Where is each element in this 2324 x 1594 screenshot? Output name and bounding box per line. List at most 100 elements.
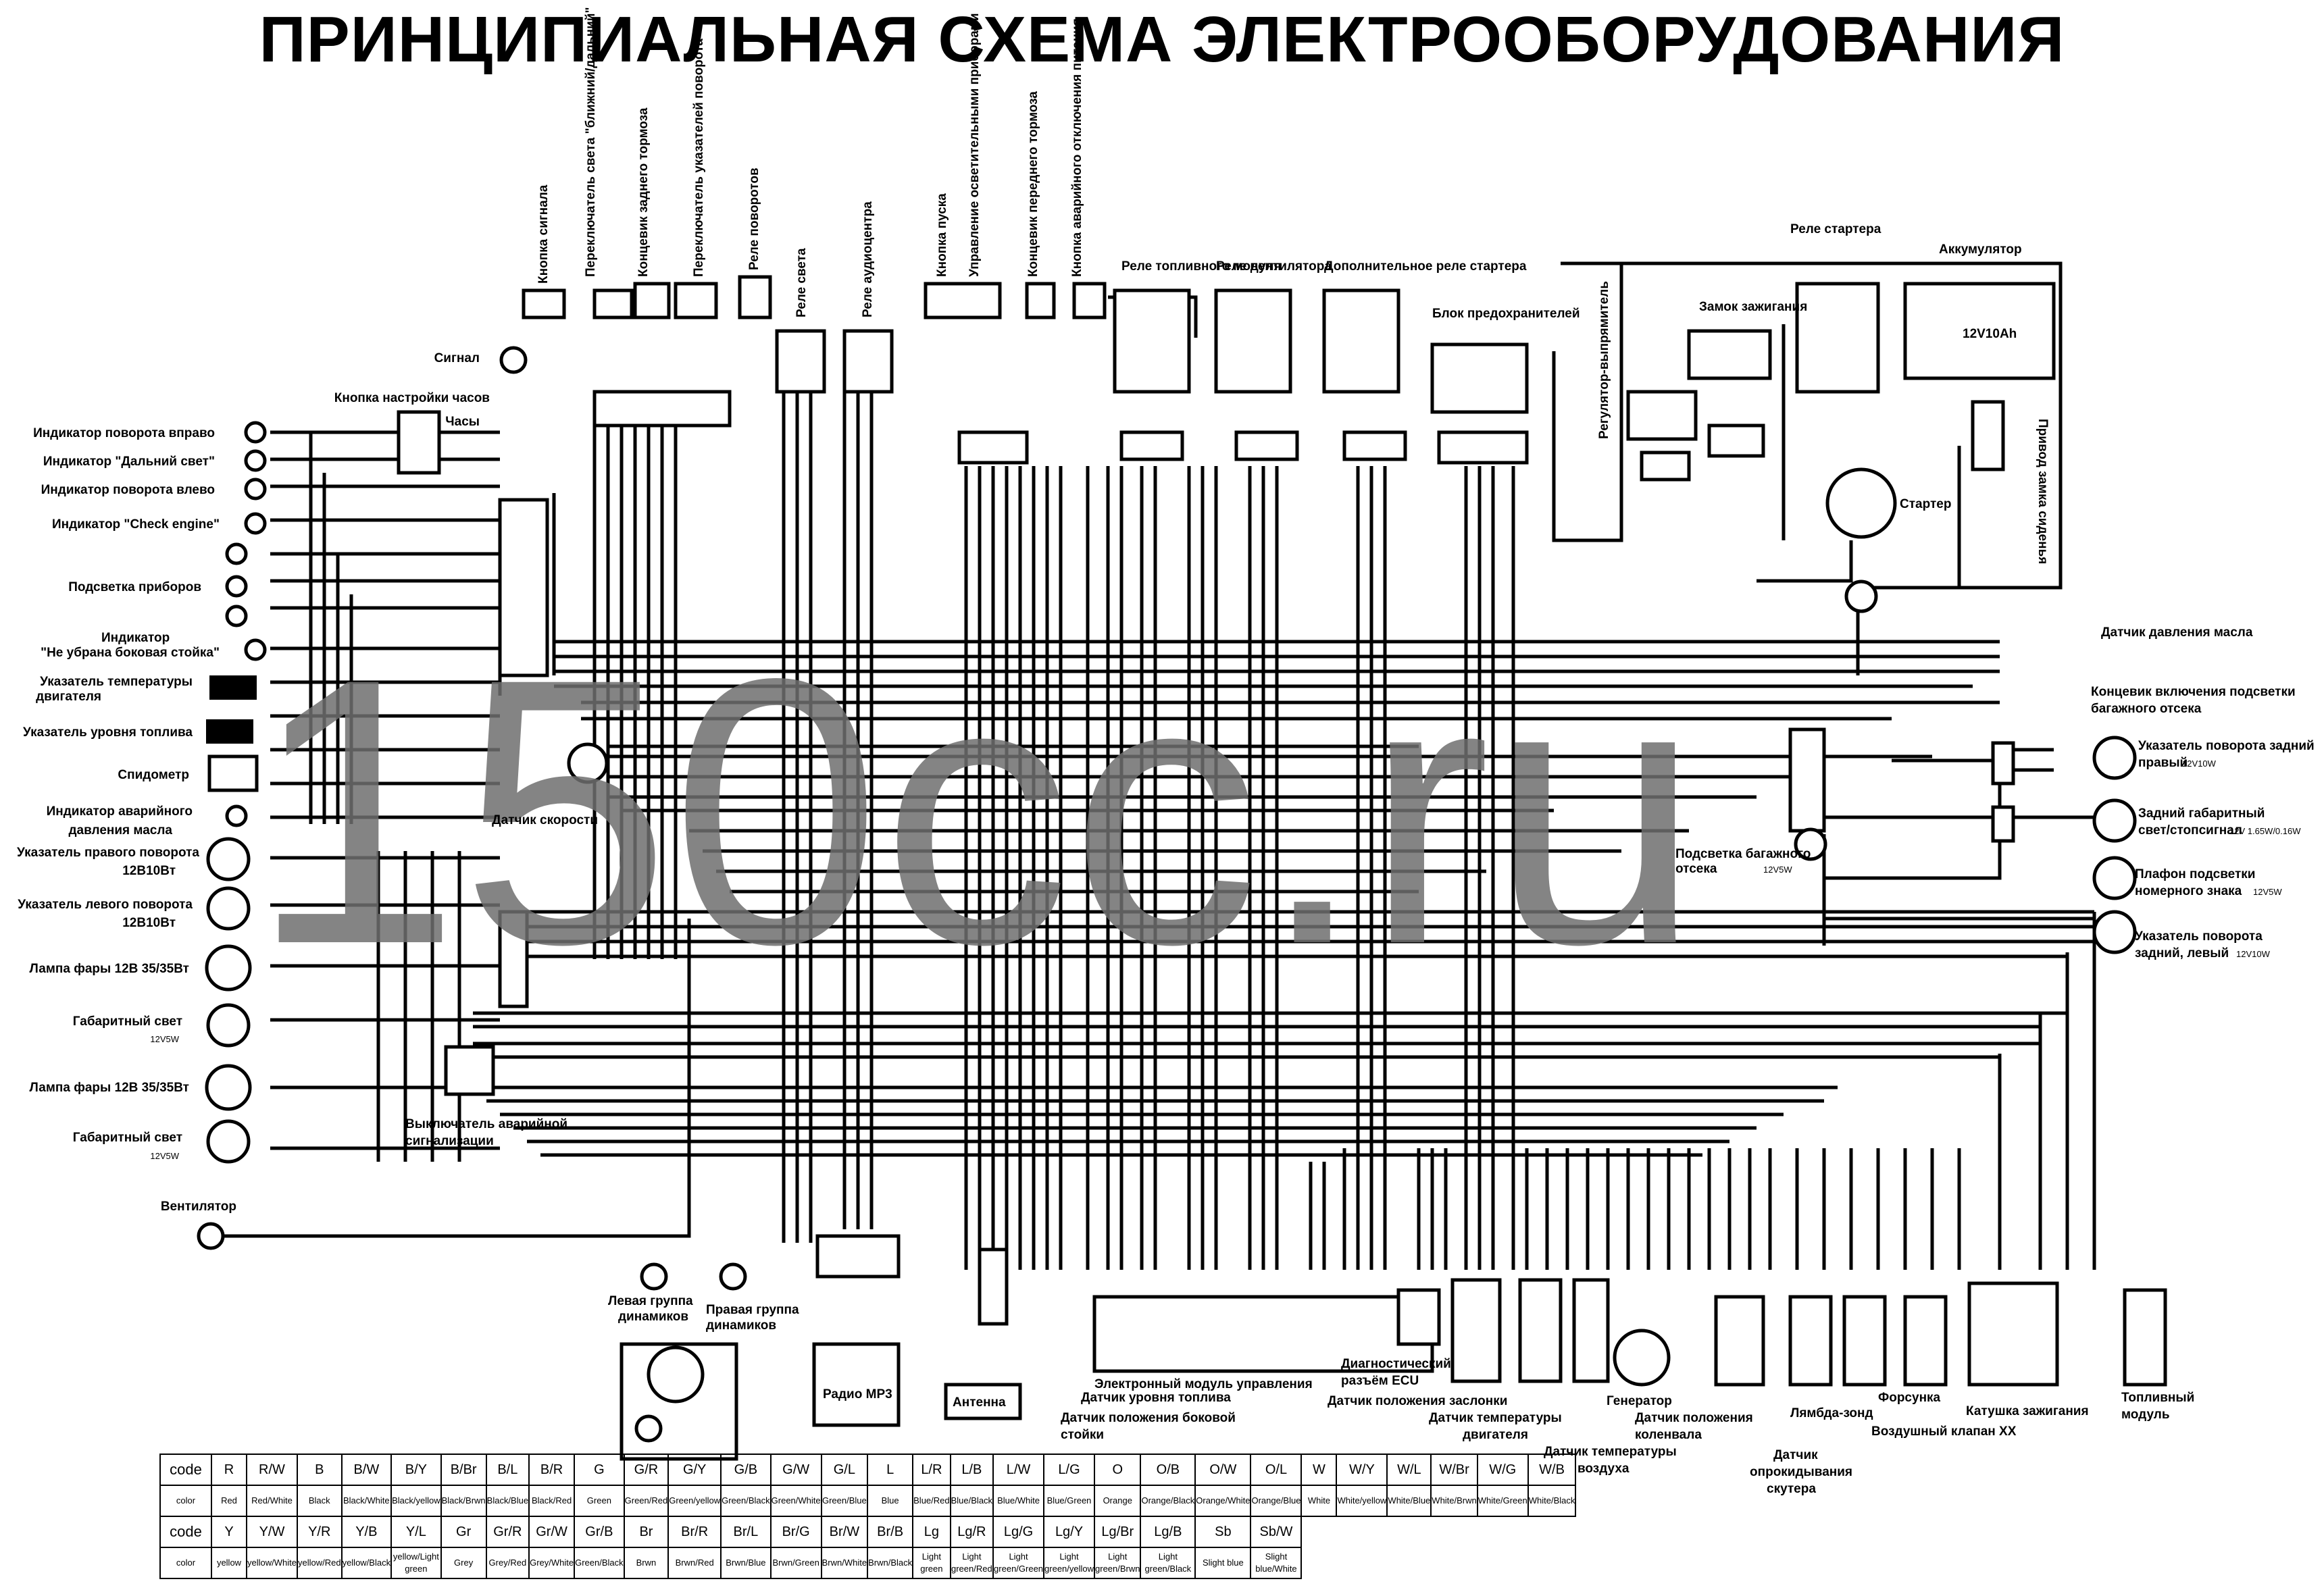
legend-color-cell: Blue/Green	[1043, 1485, 1096, 1517]
label-check-engine-ind: Индикатор "Check engine"	[52, 517, 220, 532]
headlamp-1	[205, 944, 252, 992]
label-rear-left-spec: 12V10W	[2236, 949, 2271, 959]
label-turn-right-ind: Индикатор поворота вправо	[33, 426, 215, 440]
legend-code-cell: B/Y	[390, 1454, 442, 1486]
legend-color-cell: Brwn/Blue	[720, 1547, 772, 1579]
generator	[1613, 1329, 1671, 1387]
legend-code-cell: G	[574, 1454, 625, 1486]
label-front-brake: Концевик переднего тормоза	[1026, 91, 1040, 277]
oil-indicator	[225, 804, 248, 827]
legend-color-cell: Blue/Red	[912, 1485, 951, 1517]
rear-brake-connector	[633, 282, 671, 319]
label-ignition-switch: Замок зажигания	[1699, 300, 1807, 314]
legend-code-cell: Br/G	[769, 1516, 822, 1548]
label-light-switch: Переключатель света "ближний/дальний"	[584, 7, 598, 277]
top-labels: Кнопка сигнала Переключатель света "ближ…	[536, 7, 2022, 439]
legend-code-cell: W/B	[1527, 1454, 1577, 1486]
legend-color-cell: Red/White	[246, 1485, 298, 1517]
ecu	[1092, 1295, 1434, 1373]
label-idle-valve: Воздушный клапан ХХ	[1871, 1424, 2017, 1439]
speaker-knob	[634, 1414, 663, 1443]
label-rear-brake: Концевик заднего тормоза	[636, 107, 651, 277]
antenna-box	[944, 1383, 1022, 1420]
legend-color-cell: Black	[296, 1485, 343, 1517]
legend-code-cell: Lg/B	[1140, 1516, 1196, 1548]
backlight-2	[225, 575, 248, 598]
backlight-3	[225, 605, 248, 627]
diag-connector	[1396, 1288, 1441, 1346]
starter-motor	[1825, 467, 1897, 539]
legend-color-cell: Slight blue/White	[1250, 1547, 1303, 1579]
legend-color-cell: yellow/Light green	[390, 1547, 442, 1579]
legend-color-cell: White/Green	[1476, 1485, 1529, 1517]
legend-color-cell: Light green/Brwn	[1094, 1547, 1142, 1579]
label-position-spec-1: 12V5W	[150, 1034, 179, 1044]
temp-gauge	[209, 675, 257, 700]
legend-color-cell: Green/yellow	[667, 1485, 722, 1517]
ignition-coil	[1967, 1281, 2059, 1387]
label-tilt-3: скутера	[1767, 1482, 1816, 1496]
legend-color-cell: Green/Blue	[820, 1485, 869, 1517]
legend-color-cell: White/yellow	[1336, 1485, 1388, 1517]
label-hazard-switch-1: Выключатель аварийной	[405, 1117, 567, 1131]
legend-color-cell: Orange/Blue	[1250, 1485, 1303, 1517]
label-left-speakers-1: Левая группа	[608, 1294, 693, 1308]
legend-color-cell: yellow/Red	[296, 1547, 343, 1579]
radio-mp3	[812, 1342, 901, 1427]
legend-color-cell: Black/White	[340, 1485, 393, 1517]
legend-code-cell: W/Y	[1336, 1454, 1388, 1486]
battery	[1903, 282, 2056, 380]
label-sidestand-ind-2: "Не убрана боковая стойка"	[41, 646, 220, 660]
fan-relay	[1214, 288, 1292, 394]
label-diag-1: Диагностический	[1341, 1357, 1451, 1371]
legend-color-cell: Brwn/Green	[769, 1547, 822, 1579]
legend-header-cell: code	[159, 1516, 212, 1548]
label-lambda: Лямбда-зонд	[1790, 1406, 1873, 1420]
label-crank-1: Датчик положения	[1635, 1411, 1753, 1425]
label-front-right-turn: Указатель правого поворота	[17, 846, 199, 860]
label-plate-spec: 12V5W	[2253, 887, 2282, 897]
legend-code-cell: Br/B	[867, 1516, 914, 1548]
legend-color-cell: Blue/White	[992, 1485, 1045, 1517]
fan-motor	[197, 1222, 225, 1250]
legend-color-cell: Grey/White	[528, 1547, 576, 1579]
legend-color-cell: Blue/Black	[949, 1485, 994, 1517]
label-fuel-level: Датчик уровня топлива	[1081, 1391, 1231, 1405]
legend-color-cell: Grey	[440, 1547, 487, 1579]
label-lighting-control: Управление осветительными приборами	[967, 13, 982, 277]
legend-color-cell: Green	[574, 1485, 625, 1517]
legend-code-cell: L/R	[912, 1454, 951, 1486]
label-trunk-light-2: отсека	[1675, 862, 1717, 876]
label-generator: Генератор	[1607, 1394, 1672, 1408]
speed-sensor	[567, 742, 609, 784]
label-fuel-gauge: Указатель уровня топлива	[23, 725, 193, 740]
label-front-left-spec: 12В10Вт	[122, 916, 176, 930]
legend-code-cell: Lg	[912, 1516, 951, 1548]
label-trunk-switch-1: Концевик включения подсветки	[2091, 685, 2296, 699]
regulator-rectifier	[1626, 390, 1698, 441]
label-fuel-pump-relay: Реле топливного модуля	[1121, 259, 1282, 274]
label-rear-left-turn-2: задний, левый	[2135, 946, 2229, 960]
label-regulator: Регулятор-выпрямитель	[1597, 281, 1611, 439]
lambda-sensor	[1788, 1295, 1833, 1387]
legend-color-cell: Black/Brwn	[440, 1485, 487, 1517]
legend-code-cell: G/L	[820, 1454, 869, 1486]
legend-code-cell: O	[1094, 1454, 1142, 1486]
label-sidestand-1: Датчик положения боковой	[1061, 1411, 1236, 1425]
legend-color-cell: Brwn/Black	[867, 1547, 914, 1579]
label-radio: Радио MP3	[823, 1387, 892, 1402]
legend-code-cell: Br/L	[720, 1516, 772, 1548]
legend-code-cell: Br/R	[667, 1516, 722, 1548]
sidestand-indicator	[244, 638, 267, 661]
label-temp-gauge-1: Указатель температуры	[40, 675, 193, 689]
legend-code-cell: Sb/W	[1250, 1516, 1303, 1548]
legend-color-cell: Brwn/Red	[667, 1547, 722, 1579]
label-injector: Форсунка	[1878, 1391, 1941, 1405]
front-right-turn-lamp	[206, 837, 251, 881]
radio-connector	[815, 1234, 901, 1279]
legend-code-cell: L/W	[992, 1454, 1045, 1486]
legend-color-cell: Light green/yellow	[1043, 1547, 1096, 1579]
legend-code-cell: Gr/B	[574, 1516, 625, 1548]
